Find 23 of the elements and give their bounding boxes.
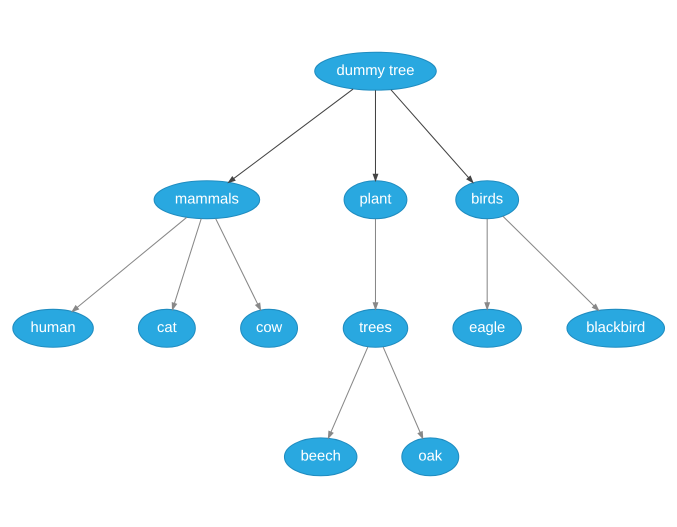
arrow (215, 218, 262, 311)
arrow (390, 88, 474, 184)
node-ellipse: eagle (452, 308, 522, 348)
arrow (382, 346, 424, 440)
node-ellipse: beech (284, 436, 358, 476)
arrow (70, 216, 188, 312)
node-ellipse: cat (138, 308, 196, 348)
node-ellipse: dummy tree (314, 51, 437, 90)
node-ellipse: oak (401, 436, 460, 476)
node-ellipse: blackbird (566, 308, 666, 348)
node-ellipse: cow (240, 308, 298, 348)
node-ellipse: trees (342, 308, 408, 348)
arrow (328, 346, 368, 439)
arrow (172, 218, 202, 310)
node-ellipse: mammals (154, 180, 260, 219)
arrow (372, 218, 378, 310)
node-ellipse: plant (344, 180, 408, 219)
arrow (227, 88, 354, 183)
node-ellipse: birds (455, 180, 520, 219)
arrow (484, 218, 490, 310)
arrow (502, 215, 600, 311)
arrow (372, 90, 378, 182)
node-ellipse: human (12, 308, 94, 348)
